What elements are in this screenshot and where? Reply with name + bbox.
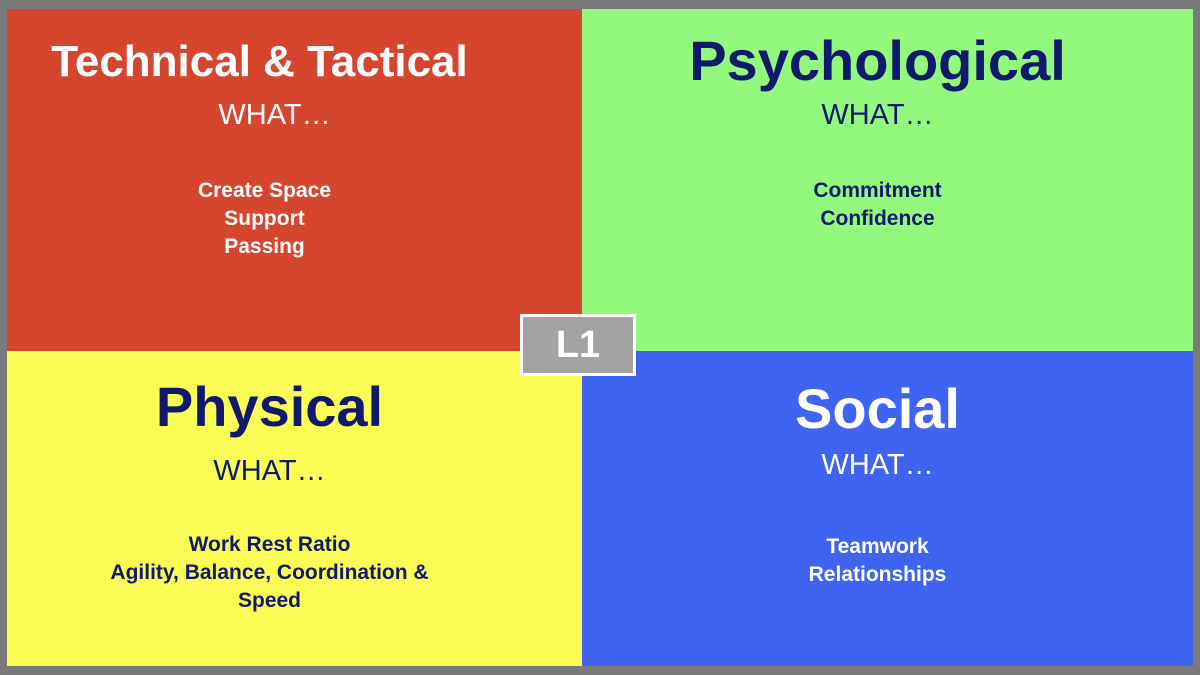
list-item: Work Rest Ratio [188,533,351,556]
quadrant-items: Teamwork Relationships [562,533,1193,589]
quadrant-items: Work Rest Ratio Agility, Balance, Coordi… [0,531,582,615]
list-item: Create Space [197,179,332,202]
list-item: Commitment [813,179,942,202]
list-item: Confidence [820,207,935,230]
quadrant-title: Social [795,377,960,440]
quadrant-technical-tactical: Technical & Tactical WHAT… Create Space … [7,9,582,351]
quadrant-what-label: WHAT… [213,455,326,487]
list-item: Support [224,207,305,230]
list-item: Agility, Balance, Coordination & [110,561,429,584]
quadrant-what-label: WHAT… [821,449,934,481]
quadrant-psychological: Psychological WHAT… Commitment Confidenc… [582,9,1193,351]
quadrant-title: Physical [155,375,384,438]
quadrant-social: Social WHAT… Teamwork Relationships [582,351,1193,666]
quadrant-items: Create Space Support Passing [0,177,582,261]
quadrant-title: Psychological [689,29,1066,92]
list-item: Passing [224,235,305,258]
quadrant-what-label: WHAT… [821,99,934,131]
level-badge: L1 [520,314,636,376]
quadrant-title: Technical & Tactical [51,37,468,86]
quadrant-items: Commitment Confidence [562,177,1193,233]
quadrant-physical: Physical WHAT… Work Rest Ratio Agility, … [7,351,582,666]
quadrant-what-label: WHAT… [218,99,331,131]
four-corner-diagram: Technical & Tactical WHAT… Create Space … [7,9,1193,666]
list-item: Relationships [808,563,947,586]
list-item: Teamwork [826,535,929,558]
list-item: Speed [237,589,302,612]
